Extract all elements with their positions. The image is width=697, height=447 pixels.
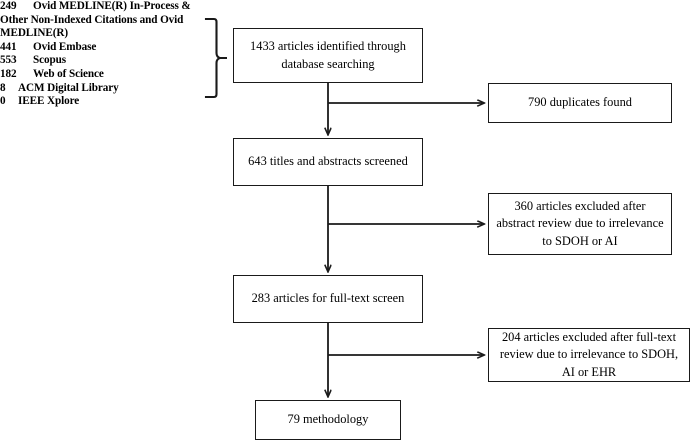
source-row: 8 ACM Digital Library [0,82,208,96]
source-row: 249 Ovid MEDLINE(R) In-Process & [0,0,208,14]
source-row: Other Non-Indexed Citations and Ovid [0,14,208,28]
node-duplicates-found: 790 duplicates found [488,83,672,123]
node-articles-identified-label: 1433 articles identified through databas… [250,39,406,71]
node-articles-full-text-screen: 283 articles for full-text screen [233,275,423,323]
source-count: 0 [0,95,6,108]
node-methodology-included: 79 methodology [255,400,401,440]
source-name: Ovid Embase [33,40,97,53]
source-count: 182 [0,67,17,80]
node-titles-abstracts-screened-label: 643 titles and abstracts screened [248,154,408,169]
source-name: Scopus [33,54,66,67]
source-count: 8 [0,81,6,94]
source-name: Web of Science [33,67,104,80]
node-excluded-after-abstract-review-label: 360 articles excluded after abstract rev… [496,198,664,248]
node-excluded-after-full-text-review: 204 articles excluded after full-text re… [488,328,690,382]
source-count: 249 [0,0,17,12]
source-row: MEDLINE(R) [0,27,208,41]
node-methodology-included-label: 79 methodology [287,412,369,427]
node-titles-abstracts-screened: 643 titles and abstracts screened [233,138,423,186]
source-count: 441 [0,40,17,53]
node-excluded-after-full-text-review-label: 204 articles excluded after full-text re… [499,329,679,379]
source-name: Ovid MEDLINE(R) In-Process & [33,0,191,12]
source-row: 441 Ovid Embase [0,41,208,55]
source-name: ACM Digital Library [18,81,119,94]
node-duplicates-found-label: 790 duplicates found [528,95,632,110]
source-name: IEEE Xplore [18,95,80,108]
node-excluded-after-abstract-review: 360 articles excluded after abstract rev… [488,193,672,255]
curly-brace-icon [204,17,227,99]
source-name: Other Non-Indexed Citations and Ovid [0,13,184,26]
database-source-list: 249 Ovid MEDLINE(R) In-Process &Other Non… [0,0,208,109]
node-articles-identified: 1433 articles identified through databas… [233,28,423,83]
source-name: MEDLINE(R) [0,27,68,40]
source-row: 0 IEEE Xplore [0,95,208,109]
source-row: 182 Web of Science [0,68,208,82]
source-count: 553 [0,54,17,67]
source-row: 553 Scopus [0,54,208,68]
node-articles-full-text-screen-label: 283 articles for full-text screen [251,291,405,306]
